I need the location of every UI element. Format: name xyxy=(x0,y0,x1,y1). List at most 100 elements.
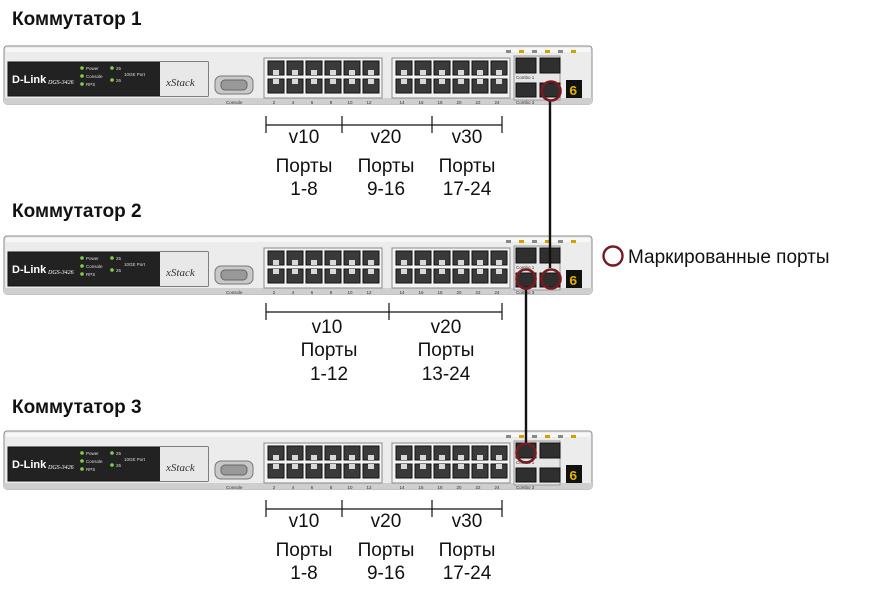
top-status-led xyxy=(519,50,524,53)
combo-label-3: Combo 3 xyxy=(516,100,535,105)
top-status-led xyxy=(571,435,576,438)
switch-3-vlan-1-range: 1-8 xyxy=(290,563,317,584)
switch-1-vlan-1-range: 1-8 xyxy=(290,179,317,200)
port-number-label: 20 xyxy=(456,290,462,295)
rj45-latch xyxy=(311,464,317,469)
rj45-latch xyxy=(292,464,298,469)
switch-1-vlan-2-name: v20 xyxy=(371,127,402,148)
port-number-label: 22 xyxy=(475,100,481,105)
rj45-latch xyxy=(458,79,464,84)
top-status-led xyxy=(545,50,550,53)
top-status-led xyxy=(519,240,524,243)
unit-id-display xyxy=(566,270,582,288)
rj45-latch xyxy=(420,70,426,75)
rj45-latch xyxy=(458,70,464,75)
rj45-latch xyxy=(273,260,279,265)
rj45-latch xyxy=(349,70,355,75)
rj45-latch xyxy=(349,79,355,84)
rj45-latch xyxy=(439,464,445,469)
rj45-latch xyxy=(401,260,407,265)
brand-plate xyxy=(160,62,208,96)
status-led xyxy=(80,459,84,463)
switch-2-vlan-1-ports-label: Порты xyxy=(301,340,358,361)
switch-3-tagged-port-marker xyxy=(515,442,537,464)
port-led-label: 25 xyxy=(116,66,122,71)
combo-port-1 xyxy=(515,57,537,74)
status-led-label: Power xyxy=(86,66,99,71)
port-number-label: 18 xyxy=(437,290,443,295)
brand-plate xyxy=(160,252,208,286)
rj45-latch xyxy=(420,260,426,265)
rj45-latch xyxy=(292,269,298,274)
rj45-latch xyxy=(496,455,502,460)
combo-port-1 xyxy=(515,247,537,264)
switch-3-vlan-2-ports-label: Порты xyxy=(358,540,415,561)
top-status-led xyxy=(506,240,511,243)
top-status-led xyxy=(545,435,550,438)
port-number-label: 6 xyxy=(311,290,314,295)
top-status-led xyxy=(532,50,537,53)
port-led xyxy=(110,66,114,70)
port-number-label: 4 xyxy=(292,100,295,105)
status-led xyxy=(80,451,84,455)
rj45-latch xyxy=(273,70,279,75)
combo-port-2 xyxy=(539,57,561,74)
port-number-label: 8 xyxy=(330,100,333,105)
rj45-latch xyxy=(477,464,483,469)
port-led xyxy=(110,268,114,272)
rj45-latch xyxy=(292,79,298,84)
switch-2-vlan-1-range: 1-12 xyxy=(310,364,348,385)
xstack-brand: xStack xyxy=(165,77,196,89)
top-status-led xyxy=(532,435,537,438)
rj45-latch xyxy=(477,455,483,460)
rj45-latch xyxy=(292,260,298,265)
port-number-label: 12 xyxy=(366,485,372,490)
switch-3-vlan-2-name: v20 xyxy=(371,511,402,532)
switch-2-vlan-1-name: v10 xyxy=(312,317,343,338)
rj45-latch xyxy=(330,260,336,265)
chassis-bottom-edge xyxy=(4,98,592,104)
port-number-label: 10 xyxy=(347,100,353,105)
rj45-latch xyxy=(311,260,317,265)
switch-2-vlan-2-ports-label: Порты xyxy=(418,340,475,361)
port-number-label: 18 xyxy=(437,485,443,490)
top-status-led xyxy=(506,50,511,53)
port-number-label: 2 xyxy=(273,485,276,490)
rj45-latch xyxy=(420,464,426,469)
console-port-inner xyxy=(220,464,248,476)
switch-1-title: Коммутатор 1 xyxy=(12,9,142,30)
rj45-latch xyxy=(349,260,355,265)
rj45-latch xyxy=(273,455,279,460)
rj45-latch xyxy=(458,455,464,460)
model-label: DGS-3426 xyxy=(47,464,74,471)
status-led-label: RPS xyxy=(86,467,95,472)
port-led-label: 26 xyxy=(116,78,122,83)
rj45-latch xyxy=(477,79,483,84)
port-led xyxy=(110,256,114,260)
rj45-latch xyxy=(439,455,445,460)
port-number-label: 22 xyxy=(475,290,481,295)
chassis-bottom-edge xyxy=(4,288,592,294)
rj45-latch xyxy=(477,70,483,75)
top-status-led xyxy=(506,435,511,438)
port-number-label: 6 xyxy=(311,100,314,105)
rj45-latch xyxy=(368,260,374,265)
rj45-latch xyxy=(477,269,483,274)
rj45-latch xyxy=(439,79,445,84)
rj45-latch xyxy=(401,70,407,75)
port-number-label: 16 xyxy=(418,100,424,105)
rj45-latch xyxy=(273,79,279,84)
status-led-label: RPS xyxy=(86,272,95,277)
status-led xyxy=(80,467,84,471)
dlink-logo: D-Link xyxy=(12,74,47,86)
port-number-label: 16 xyxy=(418,485,424,490)
dlink-logo: D-Link xyxy=(12,459,47,471)
unit-id-digit: 6 xyxy=(569,84,577,100)
top-status-led xyxy=(558,240,563,243)
rj45-latch xyxy=(349,455,355,460)
combo-port-3 xyxy=(515,467,537,483)
chassis-top-highlight xyxy=(6,48,590,52)
model-label: DGS-3426 xyxy=(47,269,74,276)
xstack-brand: xStack xyxy=(165,462,196,474)
